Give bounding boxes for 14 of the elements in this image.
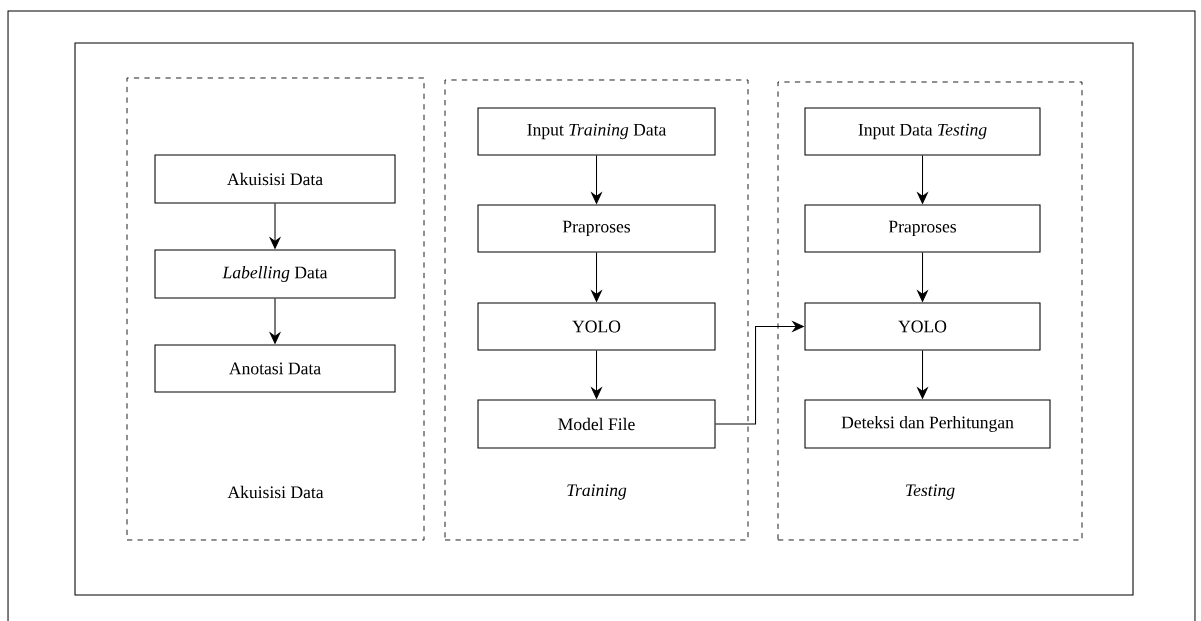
panel-title: Training bbox=[567, 484, 627, 500]
process-box: YOLO bbox=[804, 302, 1041, 351]
panel-title: Akuisisi Data bbox=[227, 485, 324, 499]
process-box: Praproses bbox=[477, 204, 716, 253]
panel-title: Testing bbox=[906, 484, 955, 500]
process-box: Akuisisi Data bbox=[154, 154, 396, 204]
process-box: Anotasi Data bbox=[154, 344, 396, 393]
process-box: Labelling Data bbox=[154, 249, 396, 299]
process-box: Praproses bbox=[804, 204, 1041, 253]
process-box: Model File bbox=[477, 399, 716, 449]
process-box: Input Data Testing bbox=[804, 107, 1041, 156]
process-box: Deteksi dan Perhitungan bbox=[804, 399, 1051, 449]
process-box: Input Training Data bbox=[477, 107, 716, 156]
process-box: YOLO bbox=[477, 302, 716, 351]
